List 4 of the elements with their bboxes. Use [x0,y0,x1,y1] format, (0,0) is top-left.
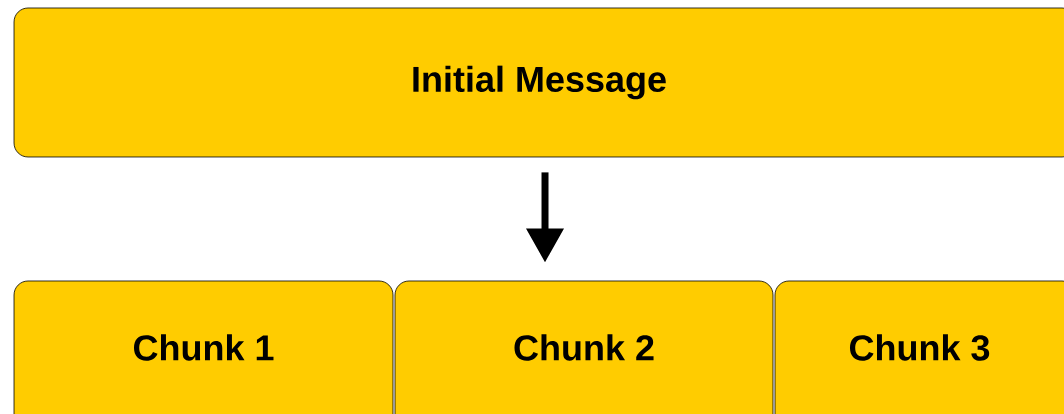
process-box: Chunk 2 [394,280,774,414]
process-box: Chunk 1 [13,280,394,414]
process-box: Chunk 3 [774,280,1064,414]
process-box: Initial Message [13,7,1064,158]
